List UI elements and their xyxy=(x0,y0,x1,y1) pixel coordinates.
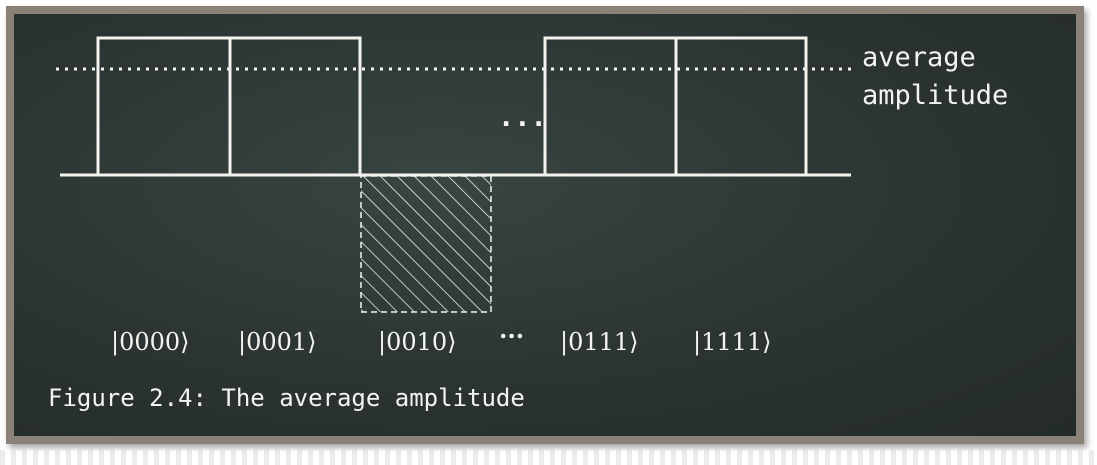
state-label-ellipsis: ... xyxy=(499,315,524,344)
amplitude-bar-0111 xyxy=(543,36,678,177)
amplitude-bar-0010-negative xyxy=(360,175,492,313)
state-label-0001: |0001⟩ xyxy=(238,328,317,357)
amplitude-bar-0001 xyxy=(228,36,362,177)
amplitude-bar-0000 xyxy=(96,36,232,177)
state-label-1111: |1111⟩ xyxy=(693,328,772,357)
average-label-line1: average xyxy=(862,42,976,73)
state-label-0111: |0111⟩ xyxy=(560,328,639,357)
figure-caption: Figure 2.4: The average amplitude xyxy=(48,384,525,412)
bars-ellipsis: ... xyxy=(498,102,547,133)
amplitude-bar-1111 xyxy=(674,36,808,177)
state-label-0010: |0010⟩ xyxy=(378,328,457,357)
average-label-line2: amplitude xyxy=(862,80,1008,111)
bottom-shadow xyxy=(0,450,1097,465)
state-label-0000: |0000⟩ xyxy=(111,328,190,357)
